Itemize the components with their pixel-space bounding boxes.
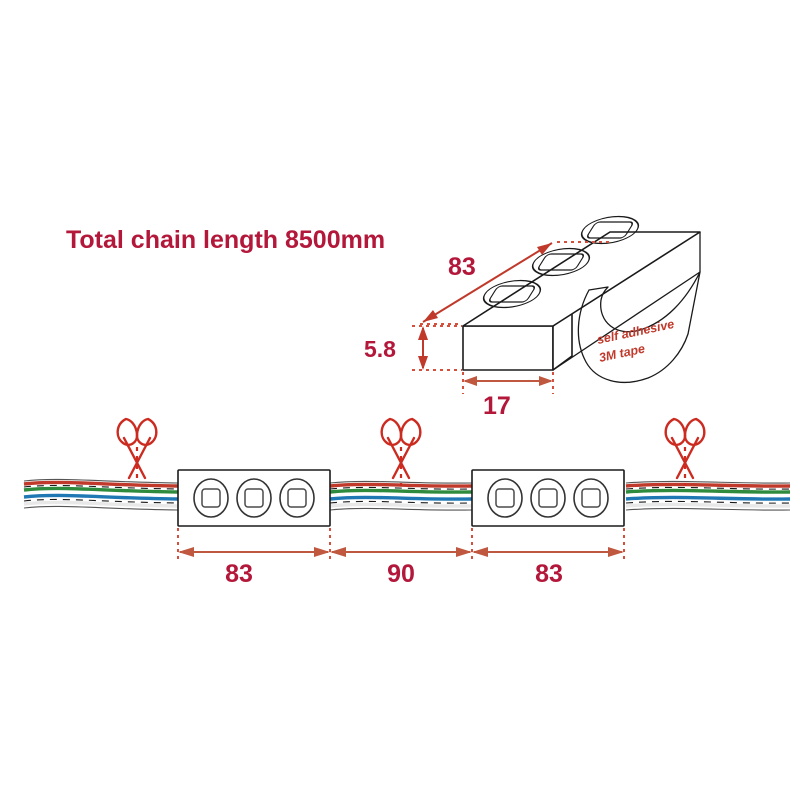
led-opening-1 [482,279,542,309]
dim-83-left-arrow-end [314,547,330,557]
cut-marker-left [116,417,158,483]
scissors-icon-left [116,417,158,480]
scissors-icon-right [664,417,706,480]
module-2-led-1 [487,478,523,518]
dim-58-label: 5.8 [364,336,396,362]
dim-83-right-arrow-start [472,547,488,557]
dim-83-right-label: 83 [535,560,563,588]
cut-marker-right [664,417,706,486]
cut-marker-middle [380,417,422,486]
dim-58-arrow-top [418,326,428,340]
module-2-led-2 [530,478,566,518]
module-1-led-3 [279,478,315,518]
module-front-face [462,325,554,371]
dim-83-left-label: 83 [225,560,253,588]
cable-segment-right [625,480,791,511]
chain-side-view: 83 90 83 [23,417,791,588]
module-2-led-3 [573,478,609,518]
led-opening-3 [580,215,640,245]
isometric-detail-view: self adhesive 3M tape 83 5.8 1 [364,215,701,420]
dimension-width-17: 17 [462,372,554,420]
scissors-icon-middle [380,417,422,480]
cable-segment-middle [329,480,473,511]
module-2 [471,469,625,527]
dimension-height-58: 5.8 [364,325,462,371]
tape-curl-shape [577,271,701,383]
dim-17-arrow-left [463,376,477,386]
dim-segment-83-right: 83 [472,547,624,588]
dim-83-label: 83 [448,253,476,281]
module-1-led-2 [236,478,272,518]
module-top-face [462,231,701,327]
led-openings-group [482,215,640,309]
dim-segment-90: 90 [330,547,472,588]
dimension-chain-bottom: 83 90 83 [177,528,625,588]
dim-17-arrow-right [539,376,553,386]
dim-90-arrow-start [330,547,346,557]
dim-17-label: 17 [483,392,511,420]
dim-83-line [422,242,553,323]
dimension-length-83: 83 [420,241,610,325]
dim-83-arrow-end [537,243,552,255]
dim-segment-83-left: 83 [178,547,330,588]
dim-58-arrow-bottom [418,356,428,370]
dim-90-arrow-end [456,547,472,557]
cable-segment-left [23,478,179,511]
page-title: Total chain length 8500mm [66,226,385,254]
dim-83-arrow-start [423,310,438,322]
dim-90-label: 90 [387,560,415,588]
adhesive-tape-flap [577,271,701,383]
dim-83-right-arrow-end [608,547,624,557]
led-opening-2 [531,247,591,277]
dim-83-left-arrow-start [178,547,194,557]
module-1 [177,469,331,527]
module-1-led-1 [193,478,229,518]
